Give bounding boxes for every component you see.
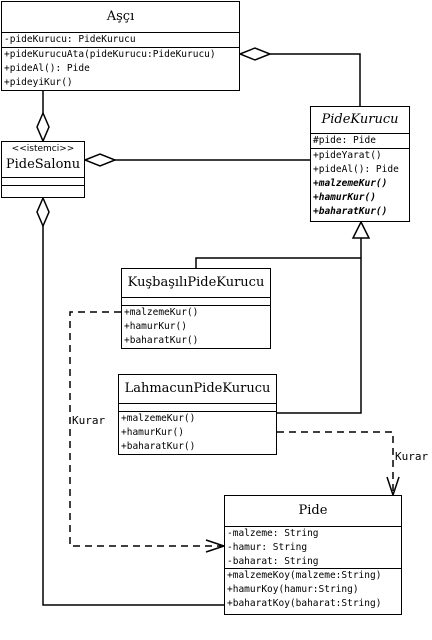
class-lahmacun-attributes bbox=[119, 403, 276, 411]
asci-pidekurucu-aggregation-line bbox=[270, 53, 361, 106]
operation: +pideyiKur() bbox=[4, 77, 73, 88]
class-kusbasili-operations: +malzemeKur() +hamurKur() +baharatKur() bbox=[122, 305, 270, 348]
operation: +malzemeKur() bbox=[124, 307, 199, 318]
pidesalonu-right-diamond bbox=[82, 153, 118, 167]
class-asci-attributes: -pideKurucu: PideKurucu bbox=[2, 32, 239, 47]
operation: +pideAl(): Pide bbox=[4, 63, 90, 74]
class-pidesalonu-stereotype: <<istemci>> bbox=[11, 144, 75, 154]
class-pidekurucu-operations: +pideYarat() +pideAl(): Pide +malzemeKur… bbox=[311, 148, 409, 219]
operation: +hamurKur() bbox=[121, 427, 184, 438]
attribute: -hamur: String bbox=[227, 542, 308, 553]
class-kusbasili-name: KuşbaşılıPideKurucu bbox=[127, 275, 265, 290]
operation: +hamurKoy(hamur:String) bbox=[227, 584, 359, 595]
class-lahmacun: LahmacunPideKurucu +malzemeKur() +hamurK… bbox=[118, 374, 277, 455]
operation: +pideKurucuAta(pideKurucu:PideKurucu) bbox=[4, 49, 216, 60]
class-pide-name: Pide bbox=[298, 503, 328, 518]
class-kusbasili: KuşbaşılıPideKurucu +malzemeKur() +hamur… bbox=[121, 268, 271, 349]
generalization-arrowhead bbox=[351, 220, 371, 239]
class-asci-name: Aşçı bbox=[106, 9, 135, 24]
operation: +baharatKur() bbox=[124, 335, 199, 346]
operation: +pideYarat() bbox=[313, 150, 382, 161]
asci-aggregation-diamond bbox=[237, 47, 273, 61]
kusbasili-generalization-line bbox=[195, 257, 361, 268]
lahmacun-pide-dependency-line bbox=[277, 431, 394, 495]
kusbasili-pide-dependency-line bbox=[69, 311, 224, 547]
class-pidesalonu: <<istemci>> PideSalonu bbox=[1, 141, 85, 198]
operation: +pideAl(): Pide bbox=[313, 164, 399, 175]
class-kusbasili-attributes bbox=[122, 297, 270, 305]
attribute: -baharat: String bbox=[227, 556, 319, 567]
attribute: #pide: Pide bbox=[313, 135, 376, 146]
class-pidesalonu-attributes bbox=[2, 177, 84, 185]
attribute: -malzeme: String bbox=[227, 528, 319, 539]
class-pidekurucu: PideKurucu #pide: Pide +pideYarat() +pid… bbox=[310, 106, 410, 222]
dependency-label-kurar-right: Kurar bbox=[395, 450, 429, 463]
operation: +malzemeKur() bbox=[121, 413, 196, 424]
abstract-operation: +baharatKur() bbox=[313, 206, 388, 217]
class-pidekurucu-name: PideKurucu bbox=[321, 112, 399, 127]
class-asci: Aşçı -pideKurucu: PideKurucu +pideKurucu… bbox=[1, 1, 240, 91]
dependency-label-kurar-left: Kurar bbox=[72, 414, 106, 427]
class-pidekurucu-attributes: #pide: Pide bbox=[311, 133, 409, 148]
pidesalonu-bottom-diamond bbox=[36, 196, 50, 228]
class-pidesalonu-name: PideSalonu bbox=[5, 157, 81, 172]
operation: +baharatKur() bbox=[121, 441, 196, 452]
operation: +baharatKoy(baharat:String) bbox=[227, 598, 382, 609]
pidesalonu-top-diamond bbox=[36, 111, 50, 143]
operation: +malzemeKoy(malzeme:String) bbox=[227, 570, 382, 581]
class-pide-operations: +malzemeKoy(malzeme:String) +hamurKoy(ha… bbox=[225, 568, 401, 611]
class-pide-attributes: -malzeme: String -hamur: String -baharat… bbox=[225, 526, 401, 568]
operation: +hamurKur() bbox=[124, 321, 187, 332]
pidesalonu-pide-line bbox=[42, 226, 226, 606]
abstract-operation: +hamurKur() bbox=[313, 192, 376, 203]
class-lahmacun-operations: +malzemeKur() +hamurKur() +baharatKur() bbox=[119, 411, 276, 454]
lahmacun-generalization-line bbox=[277, 238, 362, 414]
class-asci-operations: +pideKurucuAta(pideKurucu:PideKurucu) +p… bbox=[2, 47, 239, 90]
abstract-operation: +malzemeKur() bbox=[313, 178, 388, 189]
class-pidesalonu-operations bbox=[2, 185, 84, 193]
attribute: -pideKurucu: PideKurucu bbox=[4, 34, 136, 45]
class-pide: Pide -malzeme: String -hamur: String -ba… bbox=[224, 495, 402, 615]
class-lahmacun-name: LahmacunPideKurucu bbox=[124, 381, 271, 396]
